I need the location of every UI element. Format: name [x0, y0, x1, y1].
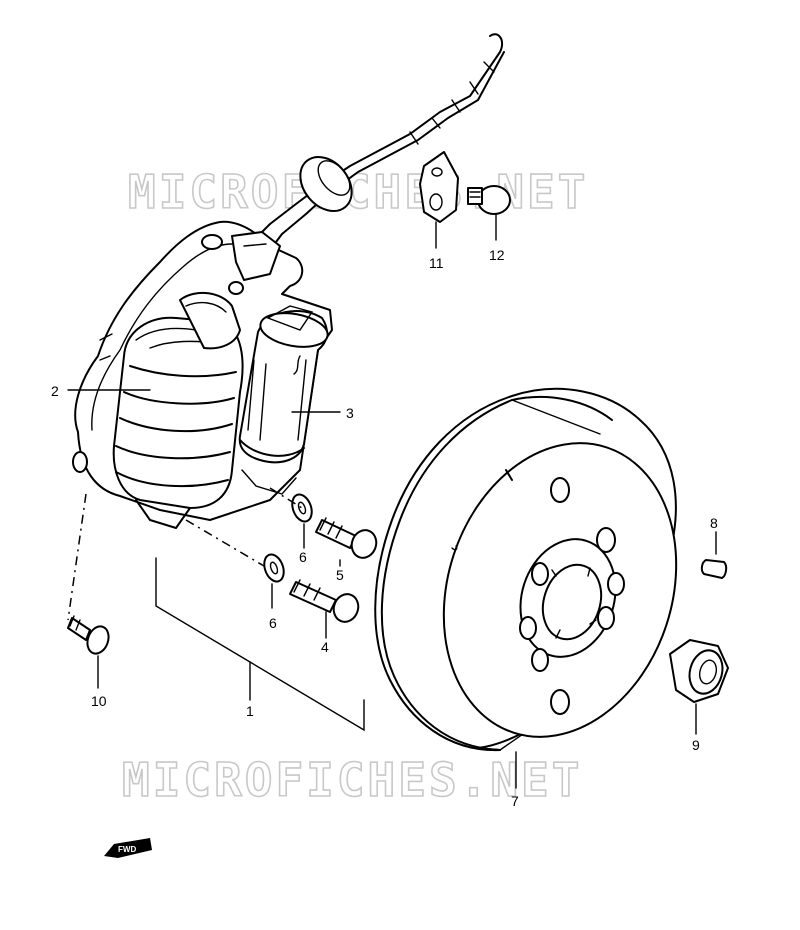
leader-lines [67, 213, 717, 789]
plate-hole-top [201, 234, 223, 250]
watermark-bottom: MICROFICHES.NET [122, 753, 582, 807]
watermark-top: MICROFICHES.NET [128, 165, 588, 219]
callout-7: 7 [511, 793, 519, 809]
callout-3: 3 [346, 405, 354, 421]
clip-bracket [419, 151, 459, 223]
rotor-hole [550, 689, 570, 715]
plate-screw [67, 615, 110, 655]
stator-assembly [72, 220, 333, 529]
stator-screw-lower [289, 579, 360, 623]
washer-lower [263, 553, 285, 583]
callout-12: 12 [489, 247, 505, 263]
callout-4: 4 [321, 639, 329, 655]
callout-5: 5 [336, 567, 344, 583]
callout-2: 2 [51, 383, 59, 399]
plate-hole-left [72, 451, 88, 473]
rotor-hole [531, 648, 549, 672]
rotor-hole [550, 477, 570, 503]
rotor-hole [596, 527, 616, 553]
rotor-hole [597, 606, 615, 630]
rotor-hole [607, 572, 625, 596]
callout-11: 11 [429, 255, 444, 271]
plate-hole-center [228, 281, 244, 295]
wire-bracket [231, 231, 281, 281]
flywheel-rotor [374, 387, 678, 752]
rotor-mark [505, 469, 513, 481]
stator-coil-right [238, 305, 329, 495]
callout-9: 9 [692, 737, 700, 753]
callout-10: 10 [91, 693, 107, 709]
fwd-label: FWD [118, 845, 136, 854]
forward-arrow-icon: FWD [104, 838, 152, 858]
wire-harness [261, 33, 505, 243]
washer-upper [291, 493, 313, 523]
rotor-hole [531, 562, 549, 586]
stator-screw-upper [315, 517, 378, 559]
clip-screw [467, 185, 511, 215]
rotor-letter-mark [451, 545, 458, 551]
callout-6-lower: 6 [269, 615, 277, 631]
woodruff-key [700, 559, 728, 579]
rotor-hole [519, 616, 537, 640]
callout-8: 8 [710, 515, 718, 531]
stator-coil-left [112, 291, 244, 529]
rotor-nut [669, 639, 729, 703]
callout-1: 1 [246, 703, 254, 719]
callout-6-upper: 6 [299, 549, 307, 565]
